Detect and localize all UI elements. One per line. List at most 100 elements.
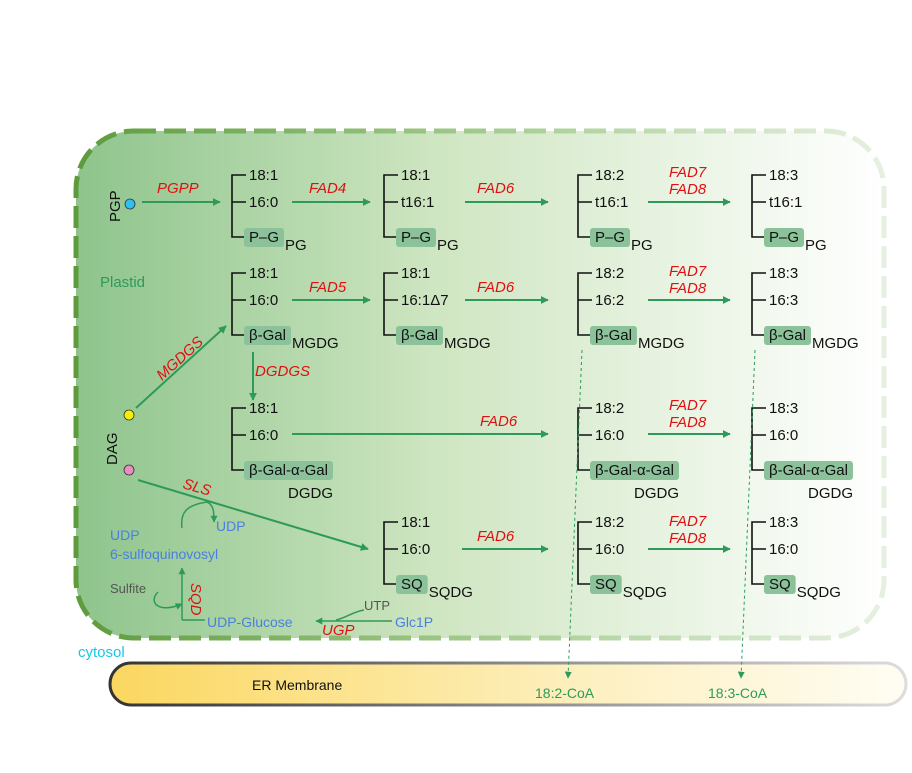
acyl-chain-sn2: 16:0 [249, 194, 278, 211]
acyl-chain-sn1: 18:1 [249, 400, 278, 417]
head-group-label: β-Gal-α-Gal [595, 462, 674, 479]
head-group-box [764, 326, 811, 345]
acyl-chain-sn2: t16:1 [401, 194, 434, 211]
enzyme-fad6-pg: FAD6 [477, 180, 515, 197]
acyl-chain-sn1: 18:1 [401, 514, 430, 531]
head-group-box [396, 228, 437, 247]
head-group-label: β-Gal-α-Gal [769, 462, 848, 479]
arrow-mgdgs [135, 325, 227, 409]
acyl-chain-sn1: 18:2 [595, 514, 624, 531]
enzyme-pgpp: PGPP [157, 180, 199, 197]
acyl-chain-sn1: 18:2 [595, 167, 624, 184]
lipid-class-name: MGDG [638, 335, 685, 352]
enzyme-sqd: SQD [187, 583, 204, 616]
enzyme-fad7-dgdg: FAD7 [669, 397, 707, 414]
export-183-coa-label: 18:3-CoA [708, 685, 768, 701]
acyl-chain-sn1: 18:1 [249, 265, 278, 282]
pg-lipid: 18:1 t16:1P–G PG [383, 167, 459, 254]
utp-label: UTP [364, 598, 390, 613]
head-group-box [764, 575, 796, 594]
glycerol-backbone [383, 521, 398, 585]
acyl-chain-sn2: t16:1 [595, 194, 628, 211]
enzyme-fad5: FAD5 [309, 279, 347, 296]
acyl-chain-sn2: t16:1 [769, 194, 802, 211]
head-group-box [590, 461, 679, 480]
head-group-label: β-Gal [249, 327, 286, 344]
acyl-chain-sn2: 16:0 [249, 292, 278, 309]
udp-sq-line1: UDP [110, 527, 140, 543]
enzyme-fad8-pg: FAD8 [669, 181, 707, 198]
lipid-class-name: SQDG [797, 584, 841, 601]
sqdg-lipid: 18:2 16:0SQ SQDG [577, 514, 667, 601]
head-group-box [396, 575, 428, 594]
head-group-label: β-Gal-α-Gal [249, 462, 328, 479]
head-group-label: P–G [595, 229, 625, 246]
acyl-chain-sn2: 16:3 [769, 292, 798, 309]
arrow-udp-out [206, 501, 218, 523]
head-group-box [764, 228, 805, 247]
head-group-label: SQ [769, 576, 791, 593]
arrow-sulfite [153, 591, 183, 610]
pg-lipid: 18:3 t16:1P–G PG [751, 167, 827, 254]
enzyme-dgdgs: DGDGS [255, 363, 310, 380]
acyl-chain-sn1: 18:3 [769, 400, 798, 417]
cytosol-label: cytosol [78, 644, 125, 661]
head-group-label: P–G [401, 229, 431, 246]
glycerol-backbone [231, 407, 246, 471]
glycerol-backbone [751, 174, 766, 238]
lipid-class-name: DGDG [634, 485, 679, 502]
head-group-label: β-Gal [769, 327, 806, 344]
acyl-chain-sn1: 18:3 [769, 167, 798, 184]
acyl-chain-sn2: 16:0 [595, 427, 624, 444]
enzyme-ugp: UGP [322, 622, 355, 639]
acyl-chain-sn2: 16:1Δ7 [401, 292, 449, 309]
head-group-label: SQ [595, 576, 617, 593]
plastid-label: Plastid [100, 274, 145, 291]
acyl-chain-sn2: 16:0 [769, 427, 798, 444]
acyl-chain-sn2: 16:0 [401, 541, 430, 558]
sulfite-label: Sulfite [110, 581, 146, 596]
acyl-chain-sn1: 18:2 [595, 400, 624, 417]
export-182-coa-label: 18:2-CoA [535, 685, 595, 701]
lipid-class-name: SQDG [429, 584, 473, 601]
arrow-udp-release [180, 501, 208, 529]
acyl-chain-sn2: 16:0 [769, 541, 798, 558]
enzyme-fad8-dgdg: FAD8 [669, 414, 707, 431]
er-membrane-label: ER Membrane [252, 677, 342, 693]
enzyme-fad8-mgdg: FAD8 [669, 280, 707, 297]
head-group-box [244, 326, 291, 345]
lipid-class-name: SQDG [623, 584, 667, 601]
dag-circle-sqdg [123, 464, 135, 476]
head-group-box [244, 461, 333, 480]
arrow-layer [135, 198, 756, 679]
glycerol-backbone [577, 272, 592, 336]
glycerol-backbone [577, 174, 592, 238]
sulfolipid-pathway: UDP 6-sulfoquinovosyl UDP Sulfite UDP-Gl… [110, 518, 433, 630]
lipid-class-name: MGDG [812, 335, 859, 352]
acyl-chain-sn1: 18:3 [769, 514, 798, 531]
head-group-label: P–G [769, 229, 799, 246]
lipid-class-name: PG [285, 237, 307, 254]
lipid-class-name: PG [805, 237, 827, 254]
acyl-chain-sn2: 16:0 [595, 541, 624, 558]
export-183-coa [737, 349, 756, 679]
head-group-label: β-Gal [595, 327, 632, 344]
acyl-chain-sn1: 18:1 [401, 167, 430, 184]
enzyme-fad7-pg: FAD7 [669, 164, 707, 181]
pgp-label: PGP [107, 190, 124, 222]
udp-label: UDP [216, 518, 246, 534]
udp-sq-line2: 6-sulfoquinovosyl [110, 546, 218, 562]
head-group-box [590, 228, 631, 247]
glycerol-backbone [383, 272, 398, 336]
lipid-class-name: PG [631, 237, 653, 254]
glycerol-backbone [751, 272, 766, 336]
plastid-compartment [73, 128, 887, 641]
lipid-class-name: PG [437, 237, 459, 254]
acyl-chain-sn1: 18:3 [769, 265, 798, 282]
glycerol-backbone [751, 521, 766, 585]
